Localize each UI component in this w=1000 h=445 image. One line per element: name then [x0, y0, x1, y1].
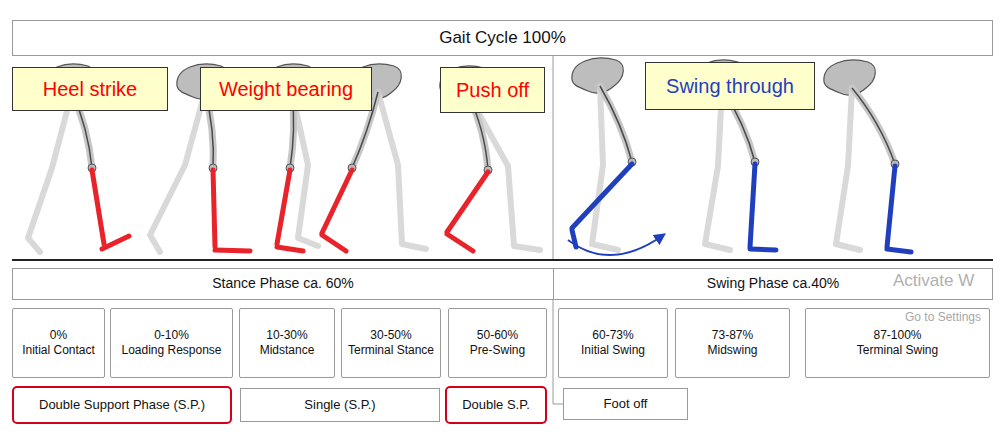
phase-percent: 0-10%	[154, 328, 189, 343]
callout-box: Weight bearing	[200, 67, 372, 111]
phase-bar: Stance Phase ca. 60%	[12, 268, 554, 300]
phase-cell: 0-10%Loading Response	[110, 308, 233, 378]
shank-segment	[447, 172, 488, 232]
node-text: Double Support Phase (S.P.)	[39, 397, 205, 413]
femur-outline	[852, 88, 895, 164]
phase-percent: 50-60%	[477, 328, 518, 343]
callout-box: Swing through	[645, 62, 815, 110]
phase-percent: 60-73%	[592, 328, 633, 343]
phase-percent: 87-100%	[873, 328, 921, 343]
phase-percent: 30-50%	[370, 328, 411, 343]
node-text: Stance Phase ca. 60%	[212, 275, 354, 293]
node-text: Swing Phase ca.40%	[707, 275, 839, 293]
phase-cell: 0%Initial Contact	[12, 308, 105, 378]
foot-segment	[322, 235, 346, 251]
title-text: Gait Cycle 100%	[439, 27, 566, 48]
phase-cell: 30-50%Terminal Stance	[341, 308, 441, 378]
node-text: Terminal Stance	[348, 343, 434, 358]
foot-segment	[750, 249, 776, 250]
watermark-text: Activate W	[893, 272, 974, 291]
node-text: Midswing	[707, 343, 757, 358]
foot-segment	[215, 250, 250, 251]
support-box: Double Support Phase (S.P.)	[12, 386, 232, 424]
callout-box: Heel strike	[12, 67, 168, 111]
contralateral-leg	[28, 92, 72, 252]
node-text: Double S.P.	[462, 397, 530, 413]
shank-segment	[322, 170, 352, 233]
watermark-text: Go to Settings	[905, 311, 981, 324]
phase-cell: 60-73%Initial Swing	[558, 308, 668, 378]
node-text: Initial Contact	[22, 343, 95, 358]
femur-bone	[852, 88, 895, 164]
node-text: Foot off	[604, 396, 648, 412]
foot-segment	[887, 249, 911, 252]
contralateral-leg	[468, 94, 540, 250]
node-text: Single (S.P.)	[304, 397, 375, 413]
support-box: Foot off	[563, 388, 688, 420]
node-text: Push off	[456, 78, 529, 103]
ground-line	[12, 259, 993, 261]
foot-segment	[102, 236, 129, 249]
shank-segment	[277, 170, 290, 244]
foot-segment	[447, 234, 473, 251]
phase-percent: 0%	[50, 328, 67, 343]
phase-divider	[553, 56, 554, 260]
node-text: Swing through	[666, 74, 794, 99]
phase-percent: 10-30%	[266, 328, 307, 343]
title-bar: Gait Cycle 100%	[12, 20, 993, 56]
callout-box: Push off	[440, 67, 545, 113]
shank-segment	[750, 164, 755, 247]
contralateral-leg	[836, 88, 860, 250]
femur-outline	[600, 86, 632, 162]
node-text: Pre-Swing	[470, 343, 525, 358]
phase-cell: 73-87%Midswing	[675, 308, 790, 378]
femur-bone	[600, 86, 632, 162]
node-text: Terminal Swing	[857, 343, 938, 358]
contralateral-leg	[150, 92, 205, 252]
shank-segment	[572, 164, 632, 228]
contralateral-leg	[378, 92, 426, 249]
foot-segment	[277, 247, 303, 251]
node-text: Midstance	[260, 343, 315, 358]
support-box: Single (S.P.)	[240, 388, 440, 422]
phase-percent: 73-87%	[712, 328, 753, 343]
swing-arrow	[568, 236, 662, 255]
node-text: Heel strike	[43, 77, 137, 102]
shank-segment	[213, 170, 215, 247]
contralateral-leg	[705, 88, 730, 250]
phase-cell: 50-60%Pre-Swing	[448, 308, 547, 378]
phase-cell: 10-30%Midstance	[239, 308, 335, 378]
shank-segment	[887, 166, 895, 247]
node-text: Weight bearing	[219, 77, 353, 102]
shank-segment	[92, 170, 104, 244]
support-box: Double S.P.	[445, 386, 547, 424]
node-text: Loading Response	[121, 343, 221, 358]
node-text: Initial Swing	[581, 343, 645, 358]
